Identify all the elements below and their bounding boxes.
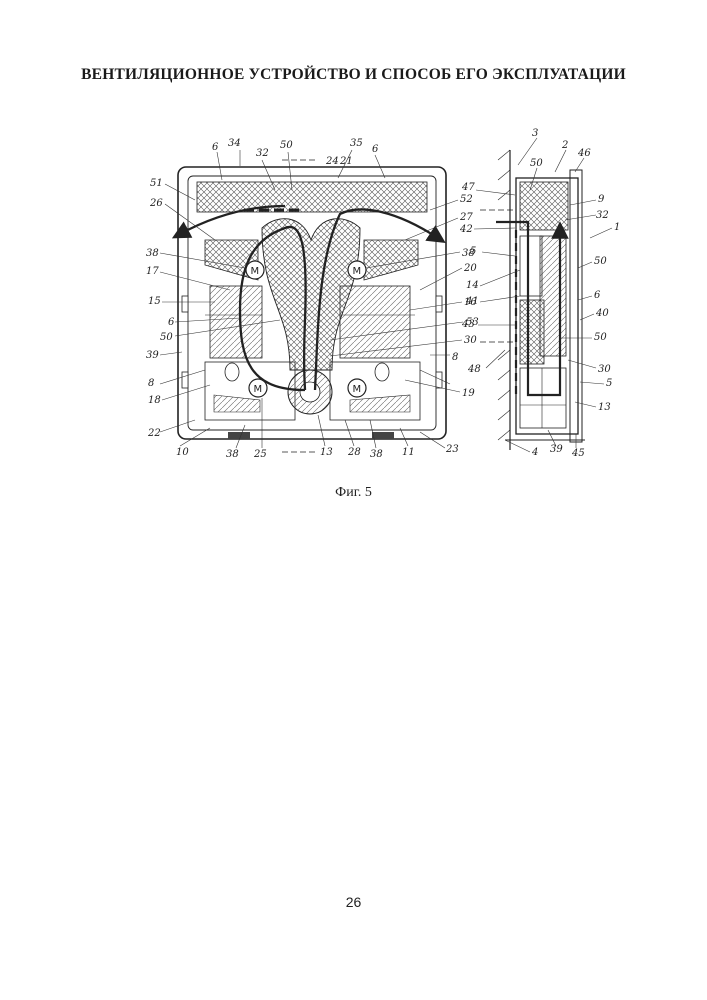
label-1: 1 <box>614 222 620 233</box>
label-6-side: 6 <box>594 290 601 301</box>
right-exchanger <box>340 286 410 358</box>
label-19: 19 <box>462 388 475 399</box>
label-42: 42 <box>459 224 473 235</box>
label-25: 25 <box>253 449 267 460</box>
label-18: 18 <box>148 395 161 406</box>
label-9: 9 <box>598 194 605 205</box>
label-6-a: 6 <box>212 142 219 153</box>
label-38-c: 38 <box>226 449 239 460</box>
label-2: 2 <box>561 140 568 151</box>
label-39-side: 39 <box>550 444 563 455</box>
label-17: 17 <box>146 266 159 277</box>
label-38-a: 38 <box>146 248 159 259</box>
label-8-a: 8 <box>148 378 154 389</box>
label-5-b: 5 <box>606 378 612 389</box>
label-14: 14 <box>466 280 479 291</box>
left-exchanger <box>210 286 262 358</box>
label-27: 27 <box>459 212 473 223</box>
label-13: 13 <box>320 447 333 458</box>
label-13-side: 13 <box>598 402 611 413</box>
label-4: 4 <box>531 447 538 458</box>
label-38-d: 38 <box>370 449 383 460</box>
svg-text:M: M <box>353 384 362 395</box>
label-23: 23 <box>445 444 459 455</box>
label-15: 15 <box>148 296 161 307</box>
label-47: 47 <box>461 182 475 193</box>
label-51: 51 <box>150 178 163 189</box>
label-6-b: 6 <box>372 144 379 155</box>
page-number: 26 <box>0 894 707 910</box>
label-41: 41 <box>465 296 479 307</box>
label-43: 43 <box>461 319 475 330</box>
label-30: 30 <box>464 335 477 346</box>
label-34: 34 <box>228 138 241 149</box>
label-11: 11 <box>402 447 415 458</box>
label-8-b: 8 <box>452 352 458 363</box>
label-50-side-b: 50 <box>594 256 607 267</box>
label-10: 10 <box>176 447 189 458</box>
top-insulation <box>197 182 427 212</box>
label-6-c: 6 <box>168 317 175 328</box>
svg-text:M: M <box>251 266 260 277</box>
label-48: 48 <box>467 364 481 375</box>
label-45: 45 <box>571 448 585 459</box>
front-view-drawing: M M M M <box>178 160 446 452</box>
label-32: 32 <box>256 148 269 159</box>
label-50-b: 50 <box>160 332 173 343</box>
label-50-side-c: 50 <box>594 332 607 343</box>
label-24: 24 <box>325 156 339 167</box>
label-26: 26 <box>149 198 163 209</box>
side-view-drawing <box>480 150 585 450</box>
label-39: 39 <box>146 350 159 361</box>
svg-text:M: M <box>353 266 362 277</box>
label-22: 22 <box>147 428 161 439</box>
label-40: 40 <box>595 308 609 319</box>
label-3: 3 <box>532 128 538 139</box>
svg-text:M: M <box>254 384 263 395</box>
label-20: 20 <box>463 263 477 274</box>
label-21: 21 <box>339 156 353 167</box>
label-52: 52 <box>460 194 473 205</box>
label-28: 28 <box>347 447 361 458</box>
label-35: 35 <box>350 138 363 149</box>
label-50-side-a: 50 <box>530 158 543 169</box>
label-50: 50 <box>280 140 293 151</box>
right-upper-block <box>364 240 418 280</box>
label-46: 46 <box>577 148 591 159</box>
side-fan <box>520 236 542 296</box>
label-30-side: 30 <box>598 364 611 375</box>
label-5-a: 5 <box>470 246 476 257</box>
figure-caption: Фиг. 5 <box>0 485 707 501</box>
label-32-side: 32 <box>596 210 609 221</box>
